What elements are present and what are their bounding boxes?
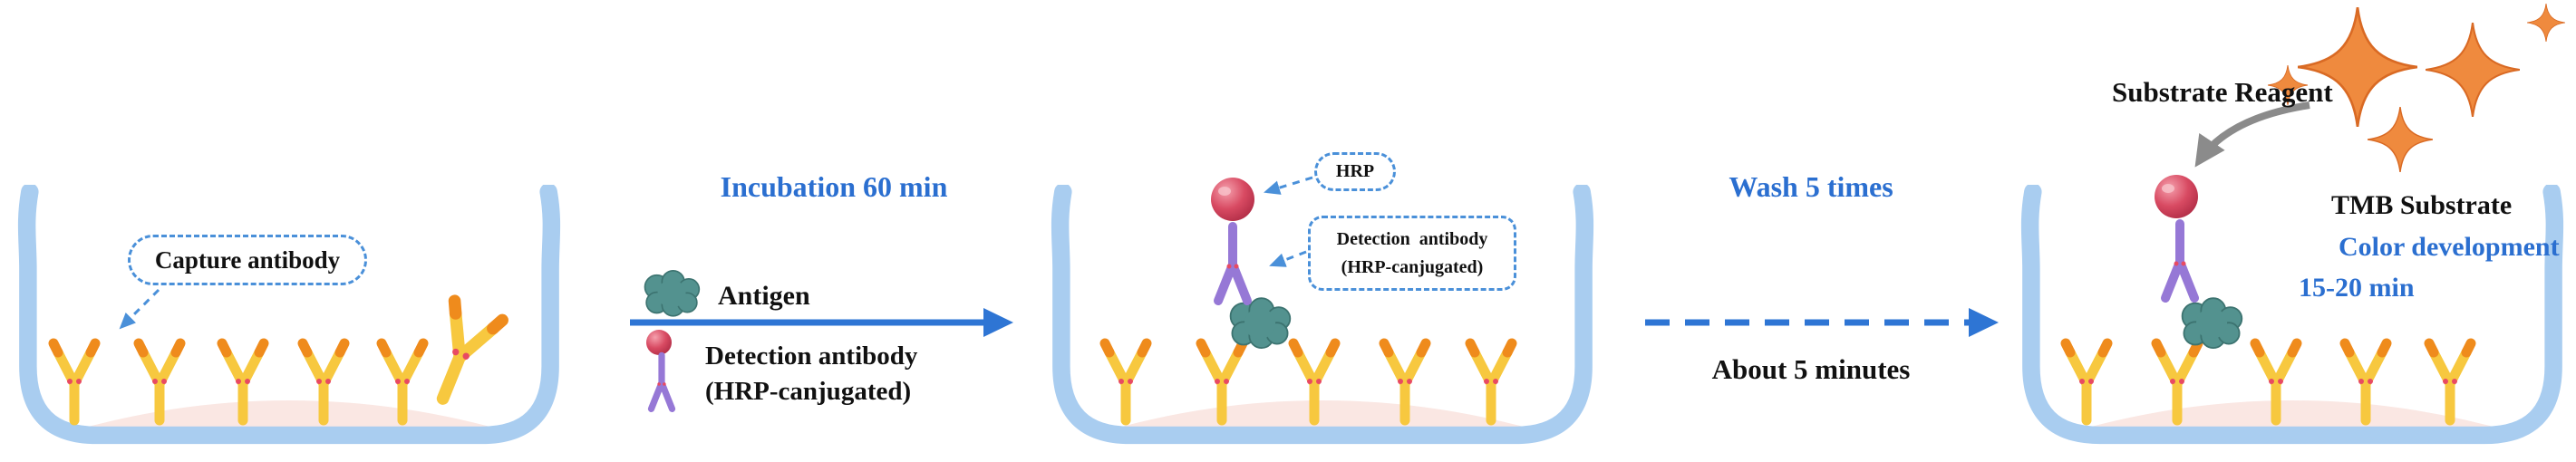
capture-antibody-callout-arrow [119, 288, 160, 330]
wash-arrow-group [1645, 308, 1999, 337]
sparkle-icon [2527, 4, 2565, 42]
detection-antibody-callout: Detection antibody (HRP-canjugated) [1308, 216, 1516, 291]
capture-antibody-icon [2066, 343, 2107, 420]
capture-antibody-icon [419, 301, 502, 408]
detection-legend-line2: (HRP-canjugated) [705, 377, 912, 406]
capture-antibody-icon [139, 343, 180, 420]
wash-title: Wash 5 times [1729, 170, 1893, 203]
well-1 [27, 192, 552, 436]
hrp-sphere-icon [2155, 175, 2198, 218]
detection-callout-arrow [1269, 250, 1307, 267]
antigen-icon [644, 269, 701, 317]
hrp-callout-arrow [1264, 176, 1313, 195]
antigen-icon [1229, 297, 1292, 350]
sparkle-icon [2368, 107, 2433, 172]
incubation-title: Incubation 60 min [720, 170, 948, 203]
microplate-well [27, 192, 552, 436]
wash-arrowhead [1969, 308, 1999, 337]
well-2 [1060, 176, 1585, 435]
detection-callout-line1: Detection antibody [1336, 228, 1488, 249]
substrate-arrow [2194, 101, 2310, 168]
hrp-highlight [1218, 187, 1231, 196]
well-3 [2030, 175, 2555, 435]
capture-antibody-icon [1105, 343, 1147, 420]
hrp-callout: HRP [1314, 152, 1396, 191]
hrp-sphere-icon [1211, 178, 1254, 221]
capture-antibody-label: Capture antibody [154, 245, 341, 274]
detection-antibody-icon [2165, 224, 2194, 298]
capture-antibody-icon [53, 343, 95, 420]
hrp-label: HRP [1335, 161, 1375, 181]
detection-legend-line1: Detection antibody [705, 342, 918, 371]
hrp-sphere-icon [646, 330, 672, 355]
incubation-legend [630, 269, 1013, 409]
capture-antibody-icon [1470, 343, 1512, 420]
color-time-label: 15-20 min [2299, 273, 2415, 303]
hrp-highlight [2162, 184, 2174, 193]
wash-subtitle: About 5 minutes [1711, 353, 1911, 385]
substrate-reagent-label: Substrate Reagent [2112, 76, 2333, 108]
tmb-substrate-label: TMB Substrate [2331, 190, 2513, 220]
capture-antibody-callout: Capture antibody [128, 235, 367, 285]
incubation-arrowhead [983, 308, 1013, 337]
detection-antibody-icon [651, 355, 672, 409]
detection-antibody-legend: Detection antibody (HRP-canjugated) [705, 339, 917, 409]
antigen-icon [2181, 297, 2243, 350]
detection-antibody-icon [1218, 226, 1247, 301]
sparkle-icon [2426, 23, 2520, 117]
capture-antibody-icon [2429, 343, 2471, 420]
detection-callout-line2: (HRP-canjugated) [1341, 256, 1484, 277]
microplate-well [2030, 192, 2555, 436]
color-development-label: Color development [2339, 232, 2560, 262]
substrate-reagent-group [2194, 4, 2565, 172]
antigen-label: Antigen [718, 281, 810, 311]
